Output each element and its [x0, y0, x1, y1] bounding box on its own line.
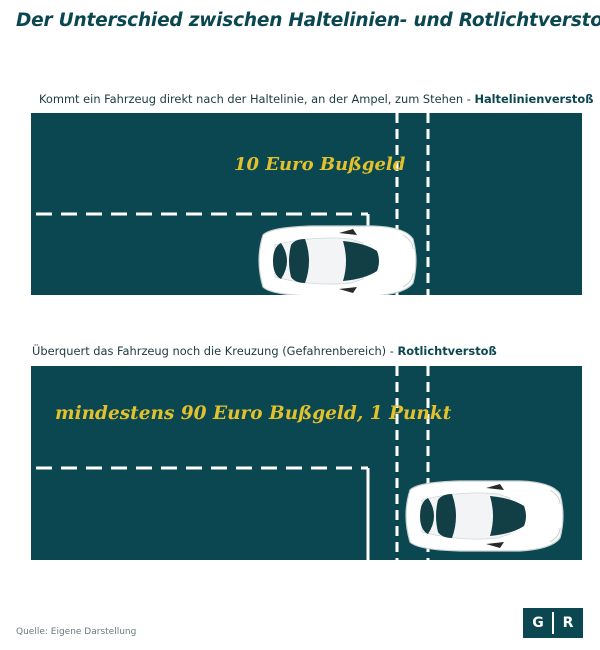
scene2-road-graphic	[31, 366, 582, 560]
scene2-caption-bold: Rotlichtverstoß	[397, 344, 497, 358]
scene2-fine: mindestens 90 Euro Bußgeld, 1 Punkt	[55, 403, 452, 424]
scene1-fine: 10 Euro Bußgeld	[234, 154, 406, 175]
logo-letter-right: R	[562, 615, 574, 631]
scene1-caption-text: Kommt ein Fahrzeug direkt nach der Halte…	[39, 92, 475, 106]
logo-letter-left: G	[532, 615, 544, 631]
source-note: Quelle: Eigene Darstellung	[16, 627, 137, 637]
scene1-caption: Kommt ein Fahrzeug direkt nach der Halte…	[39, 92, 593, 106]
scene1-caption-bold: Haltelinienverstoß	[474, 92, 594, 106]
car-icon	[405, 480, 564, 552]
brand-logo: G R	[523, 608, 583, 638]
scene1-road-graphic	[31, 113, 582, 295]
scene2-caption: Überquert das Fahrzeug noch die Kreuzung…	[32, 344, 497, 358]
page-title: Der Unterschied zwischen Haltelinien- un…	[16, 10, 600, 31]
scene1-road	[31, 113, 582, 295]
scene2-caption-text: Überquert das Fahrzeug noch die Kreuzung…	[32, 344, 398, 358]
logo-divider	[552, 612, 554, 634]
car-icon	[258, 225, 417, 295]
scene2-road	[31, 366, 582, 560]
